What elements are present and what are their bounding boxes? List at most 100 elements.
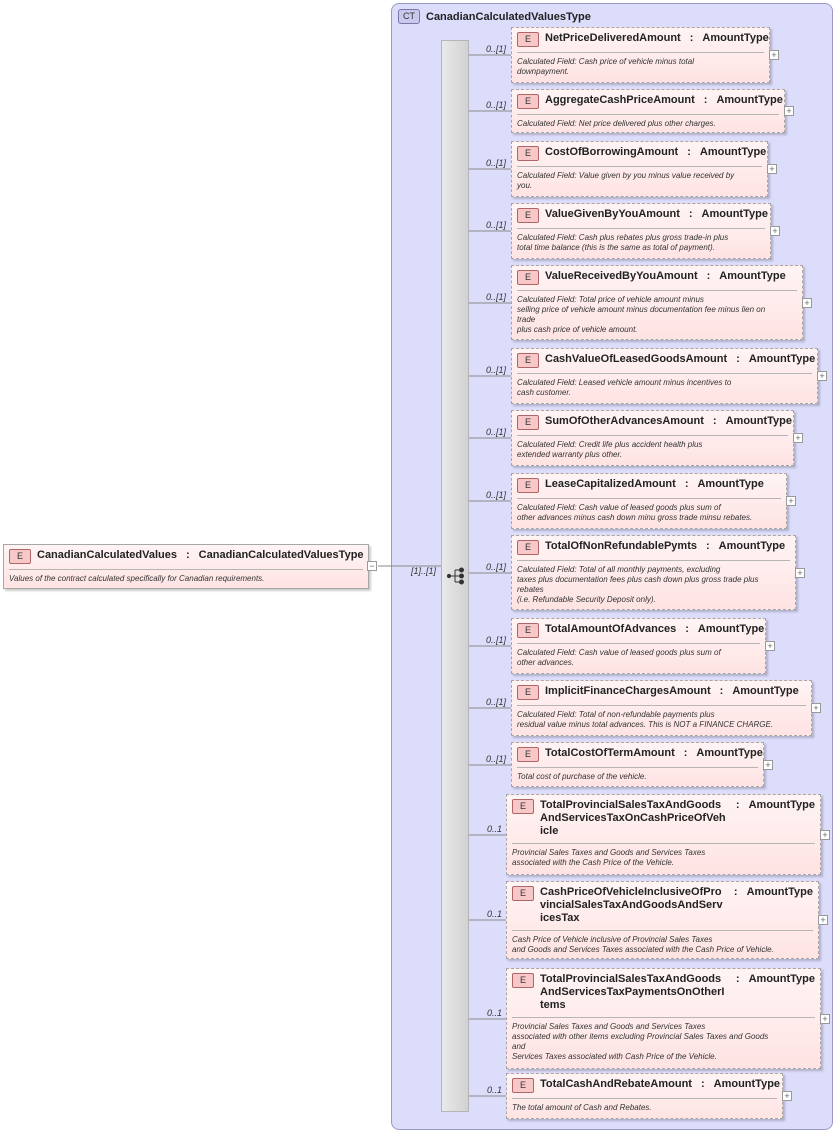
occurrence-label: 0..[1] [486, 697, 507, 707]
expand-icon[interactable]: + [769, 50, 779, 60]
element-badge: E [517, 540, 539, 555]
element-doc: Calculated Field: Leased vehicle amount … [517, 378, 732, 397]
expand-icon[interactable]: + [782, 1091, 792, 1101]
element-doc: Provincial Sales Taxes and Goods and Ser… [512, 848, 706, 867]
occurrence-label: 0..[1] [486, 44, 507, 54]
divider [517, 166, 762, 167]
divider [517, 114, 779, 115]
sequence-bar [441, 40, 469, 1112]
expand-icon[interactable]: + [817, 371, 827, 381]
element-doc: Calculated Field: Cash price of vehicle … [517, 57, 694, 76]
complex-type-header: CT CanadianCalculatedValuesType [398, 9, 591, 24]
element-badge: E [517, 685, 539, 700]
occurrence-label: 0..[1] [486, 635, 507, 645]
element-doc: Calculated Field: Total price of vehicle… [517, 295, 766, 334]
root-occurrence: [1]..[1] [411, 566, 437, 576]
element-name: ImplicitFinanceChargesAmount [545, 685, 711, 697]
expand-icon[interactable]: + [770, 226, 780, 236]
element-type: AmountType [748, 353, 816, 365]
element-type: AmountType [713, 1078, 781, 1090]
element-type: AmountType [719, 270, 786, 282]
divider [517, 498, 781, 499]
complex-type-name: CanadianCalculatedValuesType [426, 10, 591, 23]
element-doc: Total cost of purchase of the vehicle. [517, 772, 647, 781]
occurrence-label: 0..1 [487, 824, 503, 834]
type-separator: : [688, 208, 693, 220]
type-separator: : [700, 1078, 705, 1090]
occurrence-label: 0..[1] [486, 292, 507, 302]
element-type: AmountType [697, 478, 764, 490]
root-element[interactable]: E CanadianCalculatedValues : CanadianCal… [3, 544, 369, 589]
element-name: SumOfOtherAdvancesAmount [545, 415, 704, 427]
expand-icon[interactable]: + [795, 568, 805, 578]
element-badge: E [512, 973, 534, 988]
type-separator: : [705, 540, 710, 552]
occurrence-label: 0..[1] [486, 754, 507, 764]
root-element-type: CanadianCalculatedValuesType [198, 549, 364, 561]
expand-icon[interactable]: + [784, 106, 794, 116]
element-badge: E [517, 32, 539, 47]
element-type: AmountType [696, 747, 763, 759]
element-type: AmountType [732, 685, 799, 697]
element-badge: E [517, 146, 539, 161]
element-badge: E [517, 478, 539, 493]
element-badge: E [517, 747, 539, 762]
element-badge: E [517, 623, 539, 638]
expand-icon[interactable]: + [793, 433, 803, 443]
element-type: AmountType [748, 799, 815, 811]
element-doc: Calculated Field: Cash value of leased g… [517, 648, 721, 667]
occurrence-label: 0..[1] [486, 100, 507, 110]
expand-icon[interactable]: + [802, 298, 812, 308]
type-separator: : [712, 415, 717, 427]
element-name: LeaseCapitalizedAmount [545, 478, 676, 490]
element-badge: E [517, 415, 539, 430]
element-type: AmountType [725, 415, 792, 427]
expand-icon[interactable]: + [786, 496, 796, 506]
element-type: AmountType [697, 623, 765, 635]
sequence-icon [446, 567, 464, 585]
type-separator: : [684, 478, 689, 490]
element-doc: Calculated Field: Credit life plus accid… [517, 440, 703, 459]
expand-icon[interactable]: + [820, 1014, 830, 1024]
expand-icon[interactable]: + [763, 760, 773, 770]
divider [512, 930, 813, 931]
expand-icon[interactable]: + [811, 703, 821, 713]
divider [517, 373, 812, 374]
element-badge: E [512, 886, 534, 901]
element-doc: Calculated Field: Value given by you min… [517, 171, 735, 190]
occurrence-label: 0..[1] [486, 490, 507, 500]
divider [517, 52, 764, 53]
expand-icon[interactable]: + [765, 641, 775, 651]
occurrence-label: 0..[1] [486, 220, 507, 230]
element-name: TotalAmountOfAdvances [545, 623, 677, 635]
element-doc: Provincial Sales Taxes and Goods and Ser… [512, 1022, 769, 1061]
expand-icon[interactable]: + [820, 830, 830, 840]
element-doc: Cash Price of Vehicle inclusive of Provi… [512, 935, 774, 954]
occurrence-label: 0..1 [487, 909, 503, 919]
element-badge: E [517, 208, 539, 223]
divider [512, 1098, 777, 1099]
expand-icon[interactable]: + [818, 915, 828, 925]
divider [517, 228, 765, 229]
occurrence-label: 0..1 [487, 1008, 503, 1018]
expand-icon[interactable]: + [767, 164, 777, 174]
collapse-icon[interactable]: − [367, 561, 377, 571]
element-name: CashValueOfLeasedGoodsAmount [545, 353, 728, 365]
